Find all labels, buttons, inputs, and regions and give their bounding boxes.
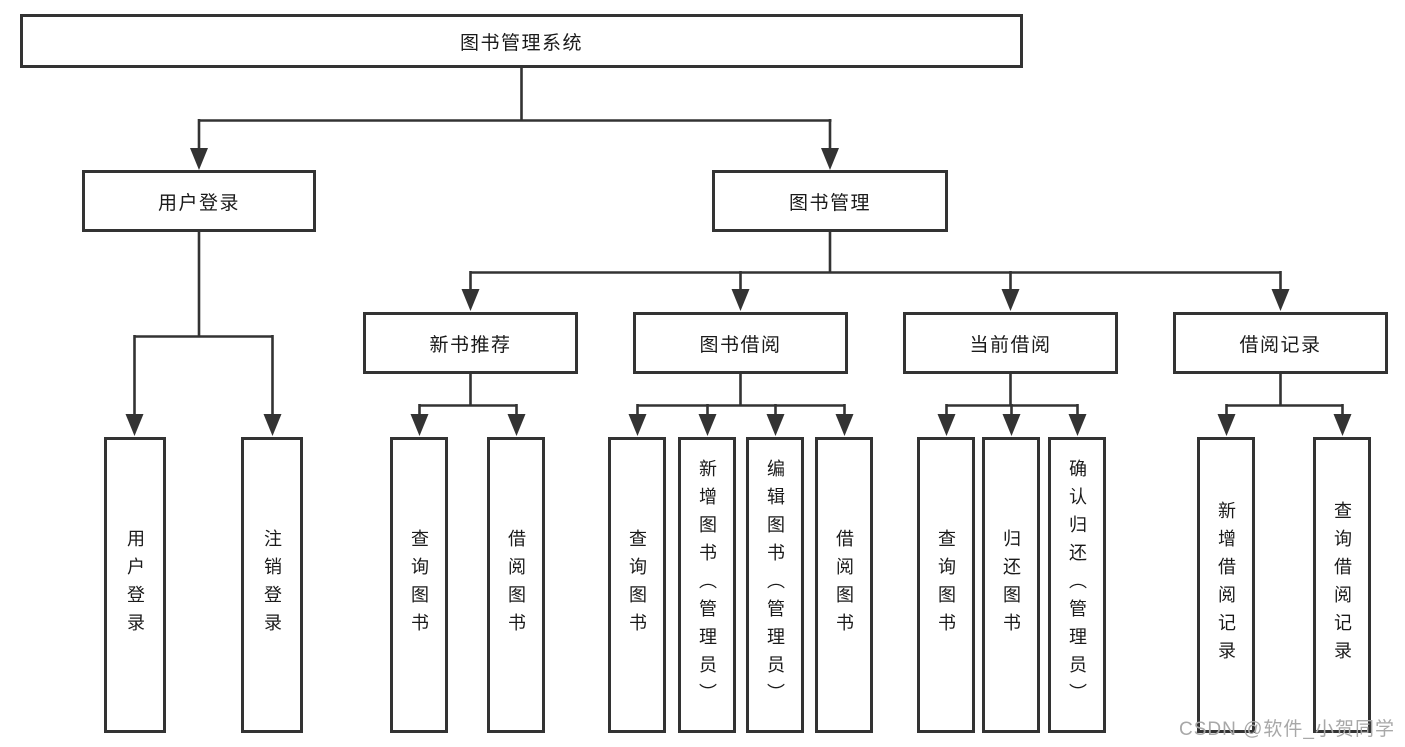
leaf-logout-label: 注销登录: [262, 529, 282, 641]
node-new-book-recommend-label: 新书推荐: [429, 334, 512, 356]
node-borrow-records: 借阅记录: [1173, 312, 1388, 374]
leaf-return-books-label: 归还图书: [1001, 529, 1021, 641]
leaf-query-borrow-record-label: 查询借阅记录: [1332, 501, 1352, 669]
leaf-add-books-admin-label: 新增图书（管理员）: [697, 459, 717, 711]
leaf-edit-books-admin: 编辑图书（管理员）: [746, 437, 804, 733]
node-current-borrow-label: 当前借阅: [969, 334, 1052, 356]
leaf-user-login: 用户登录: [104, 437, 166, 733]
leaf-query-books-borrow-label: 查询图书: [627, 529, 647, 641]
leaf-edit-books-admin-label: 编辑图书（管理员）: [765, 459, 785, 711]
leaf-query-books-current-label: 查询图书: [936, 529, 956, 641]
leaf-borrow-books: 借阅图书: [815, 437, 873, 733]
node-borrow-records-label: 借阅记录: [1239, 334, 1322, 356]
node-user-login-label: 用户登录: [157, 192, 240, 214]
leaf-query-books-recommend: 查询图书: [390, 437, 448, 733]
node-book-management: 图书管理: [712, 170, 948, 232]
leaf-return-books: 归还图书: [982, 437, 1040, 733]
node-new-book-recommend: 新书推荐: [363, 312, 578, 374]
node-current-borrow: 当前借阅: [903, 312, 1118, 374]
leaf-add-borrow-record: 新增借阅记录: [1197, 437, 1255, 733]
watermark: CSDN @软件_小贺同学: [1179, 719, 1395, 740]
leaf-user-login-label: 用户登录: [125, 529, 145, 641]
leaf-confirm-return-admin: 确认归还（管理员）: [1048, 437, 1106, 733]
node-book-management-label: 图书管理: [788, 192, 871, 214]
node-root-label: 图书管理系统: [459, 32, 583, 54]
node-root: 图书管理系统: [20, 14, 1023, 68]
leaf-query-borrow-record: 查询借阅记录: [1313, 437, 1371, 733]
node-book-borrow: 图书借阅: [633, 312, 848, 374]
leaf-add-borrow-record-label: 新增借阅记录: [1216, 501, 1236, 669]
leaf-borrow-books-recommend-label: 借阅图书: [506, 529, 526, 641]
leaf-query-books-borrow: 查询图书: [608, 437, 666, 733]
leaf-borrow-books-label: 借阅图书: [834, 529, 854, 641]
leaf-query-books-current: 查询图书: [917, 437, 975, 733]
leaf-query-books-recommend-label: 查询图书: [409, 529, 429, 641]
leaf-confirm-return-admin-label: 确认归还（管理员）: [1067, 459, 1087, 711]
leaf-logout: 注销登录: [241, 437, 303, 733]
node-user-login: 用户登录: [82, 170, 316, 232]
leaf-add-books-admin: 新增图书（管理员）: [678, 437, 736, 733]
node-book-borrow-label: 图书借阅: [699, 334, 782, 356]
leaf-borrow-books-recommend: 借阅图书: [487, 437, 545, 733]
